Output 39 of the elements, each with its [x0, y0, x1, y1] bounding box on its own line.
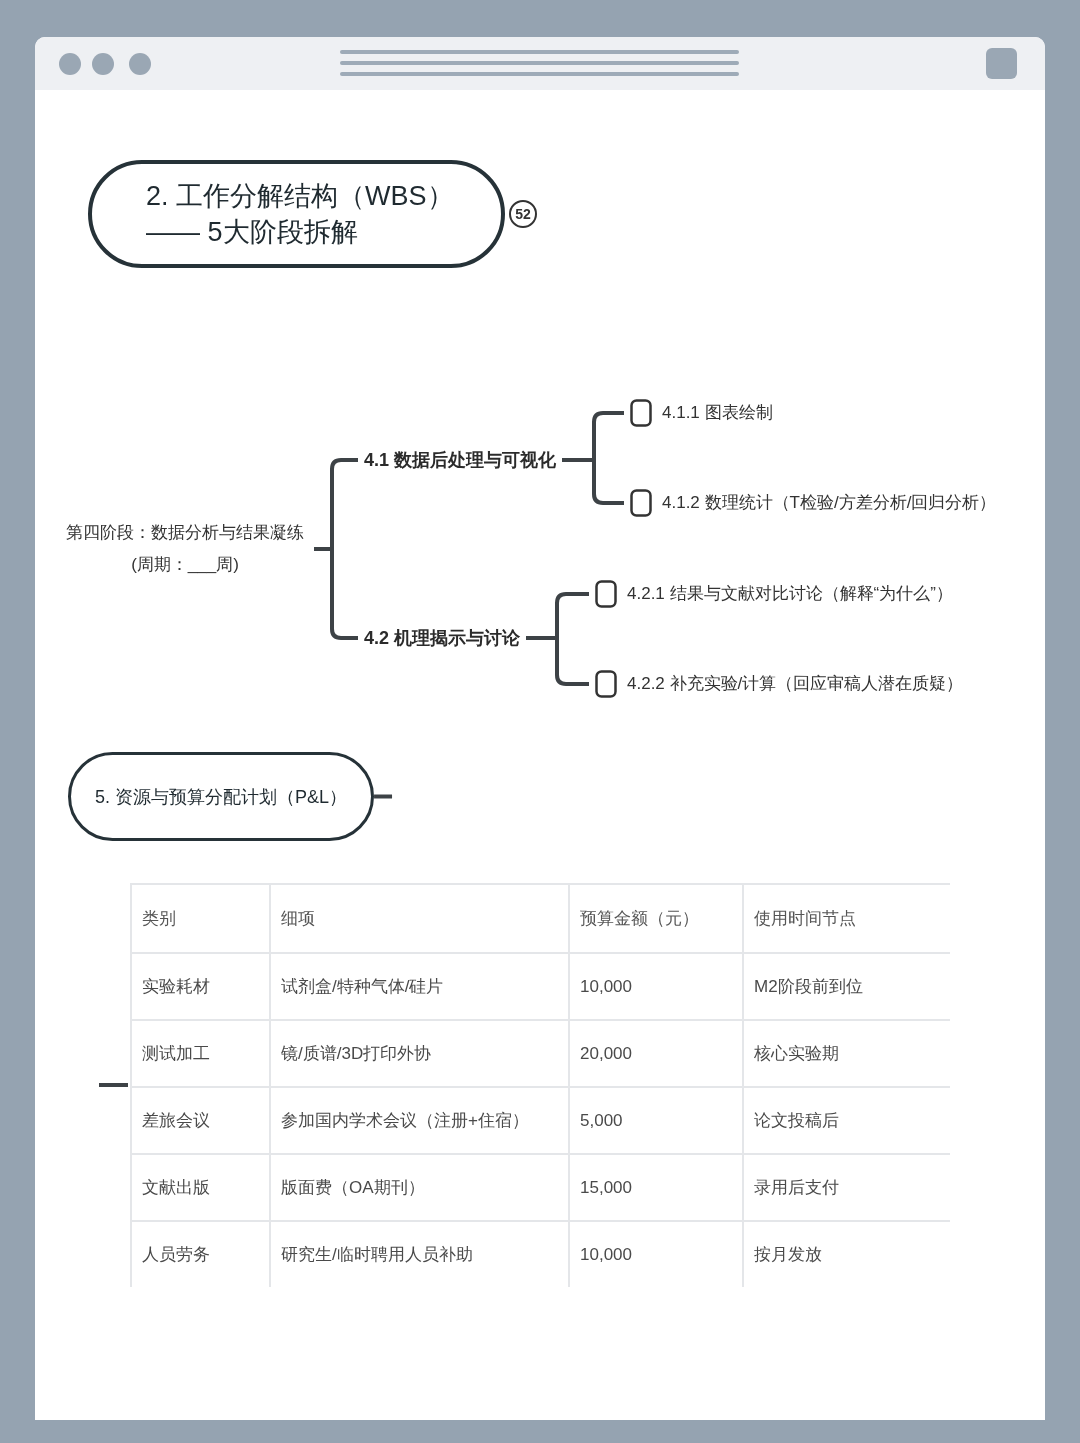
column-header: 类别	[141, 907, 177, 930]
branch-title: 4.2 机理揭示与讨论	[364, 624, 521, 652]
item-cell: 版面费（OA期刊）	[269, 1153, 568, 1220]
item-cell: 试剂盒/特种气体/硅片	[269, 952, 568, 1019]
task-text: 4.1.1 图表绘制	[662, 402, 773, 424]
category-cell: 人员劳务	[132, 1220, 269, 1287]
item-cell: 研究生/临时聘用人员补助	[269, 1220, 568, 1287]
category-cell: 文献出版	[132, 1153, 269, 1220]
task-text: 4.2.1 结果与文献对比讨论（解释“为什么”）	[627, 583, 953, 605]
category-cell: 差旅会议	[132, 1086, 269, 1153]
column-header: 预算金额（元）	[568, 885, 742, 952]
amount-cell: 15,000	[568, 1153, 742, 1220]
budget-table	[130, 883, 950, 1287]
task-text: 4.2.2 补充实验/计算（回应审稿人潜在质疑）	[627, 673, 964, 695]
category-cell: 测试加工	[132, 1019, 269, 1086]
branch-title: 4.1 数据后处理与可视化	[364, 446, 557, 474]
amount-cell: 20,000	[568, 1019, 742, 1086]
timing-cell: 录用后支付	[742, 1153, 950, 1220]
amount-cell: 5,000	[568, 1086, 742, 1153]
topic-title: 5. 资源与预算分配计划（P&L）	[95, 785, 348, 809]
topic-title: 2. 工作分解结构（WBS）	[146, 180, 455, 213]
timing-cell: 论文投稿后	[742, 1086, 950, 1153]
timing-cell: M2阶段前到位	[742, 952, 950, 1019]
item-cell: 镜/质谱/3D打印外协	[269, 1019, 568, 1086]
task-text: 4.1.2 数理统计（T检验/方差分析/回归分析）	[662, 492, 997, 514]
topic-subtitle: —— 5大阶段拆解	[146, 216, 359, 249]
item-cell: 参加国内学术会议（注册+住宿）	[269, 1086, 568, 1153]
column-header: 细项	[269, 885, 568, 952]
connector-line	[526, 636, 589, 686]
timing-cell: 按月发放	[742, 1220, 950, 1287]
connector-line	[374, 794, 393, 799]
amount-cell: 10,000	[568, 952, 742, 1019]
amount-cell: 10,000	[568, 1220, 742, 1287]
timing-cell: 核心实验期	[742, 1019, 950, 1086]
column-header: 使用时间节点	[742, 885, 950, 952]
connector-line	[99, 1083, 128, 1087]
stage-duration: (周期：___周)	[131, 554, 239, 576]
stage-title: 第四阶段：数据分析与结果凝练	[66, 522, 304, 544]
category-cell: 实验耗材	[132, 952, 269, 1019]
